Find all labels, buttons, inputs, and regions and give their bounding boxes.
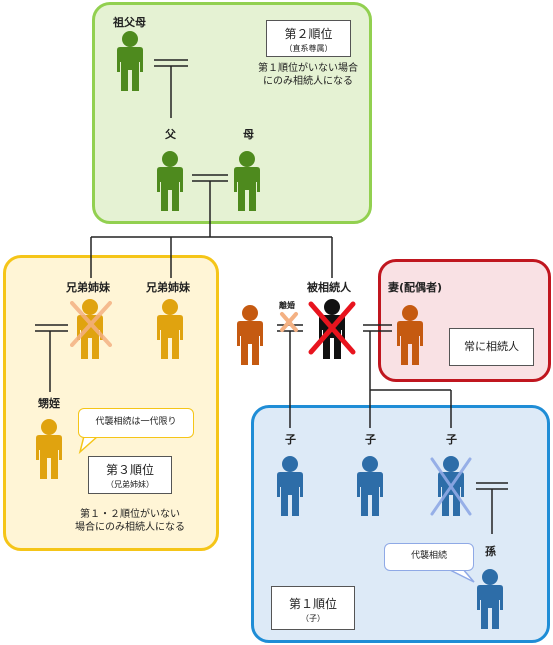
grandchild-person-icon xyxy=(477,569,503,629)
blue-bubble-tail xyxy=(449,567,475,583)
grandchild-label: 孫 xyxy=(485,545,496,558)
rank2-subtitle: （直系尊属） xyxy=(284,44,333,53)
rank3-box: 第３順位 （兄弟姉妹） xyxy=(88,456,172,494)
rank3-note-line2: 場合にのみ相続人になる xyxy=(75,522,185,533)
mother-person-icon xyxy=(234,151,260,211)
rank1-box: 第１順位 （子） xyxy=(271,586,355,630)
grandparents-label: 祖父母 xyxy=(113,16,146,29)
child1-person-icon xyxy=(277,456,303,516)
spouse-person-icon xyxy=(397,305,423,365)
rank1-subtitle: （子） xyxy=(301,614,325,623)
child2-label: 子 xyxy=(365,433,376,446)
rank2-note-line1: 第１順位がいない場合 xyxy=(258,63,358,74)
rank2-title: 第２順位 xyxy=(284,27,333,41)
divorce-cross-icon xyxy=(280,312,298,332)
decedent-cross-icon xyxy=(308,301,356,355)
child1-label: 子 xyxy=(285,433,296,446)
child2-person-icon xyxy=(357,456,383,516)
rank2-box: 第２順位 （直系尊属） xyxy=(266,20,351,57)
decedent-label: 被相続人 xyxy=(307,281,351,294)
blue-bubble: 代襲相続 xyxy=(384,543,474,571)
father-label: 父 xyxy=(165,128,176,141)
yellow-bubble: 代襲相続は一代限り xyxy=(78,408,194,438)
sibling1-label: 兄弟姉妹 xyxy=(66,281,110,294)
rank3-subtitle: （兄弟姉妹） xyxy=(106,480,154,489)
grandparent-person-icon xyxy=(117,31,143,91)
nephew-person-icon xyxy=(36,419,62,479)
divorce-label: 離婚 xyxy=(279,301,295,310)
nephew-label: 甥姪 xyxy=(38,397,60,410)
sibling1-deceased-cross-icon xyxy=(70,301,112,347)
sibling2-person-icon xyxy=(157,299,183,359)
mother-label: 母 xyxy=(243,128,254,141)
spouse-label: 妻(配偶者) xyxy=(388,281,443,294)
always-heir-box: 常に相続人 xyxy=(449,328,534,366)
rank1-title: 第１順位 xyxy=(288,597,337,611)
rank2-note: 第１順位がいない場合 にのみ相続人になる xyxy=(248,62,368,88)
rank3-note-line1: 第１・２順位がいない xyxy=(80,509,180,520)
father-person-icon xyxy=(157,151,183,211)
rank3-title: 第３順位 xyxy=(105,463,154,477)
rank2-note-line2: にのみ相続人になる xyxy=(263,76,353,87)
child3-deceased-cross-icon xyxy=(430,457,472,516)
sibling1-person-icon xyxy=(77,299,103,359)
sibling2-label: 兄弟姉妹 xyxy=(146,281,190,294)
ex-spouse-person-icon xyxy=(237,305,263,365)
rank3-note: 第１・２順位がいない 場合にのみ相続人になる xyxy=(60,508,200,534)
yellow-bubble-tail xyxy=(78,435,99,455)
connector-lines xyxy=(35,59,508,534)
child3-label: 子 xyxy=(446,433,457,446)
